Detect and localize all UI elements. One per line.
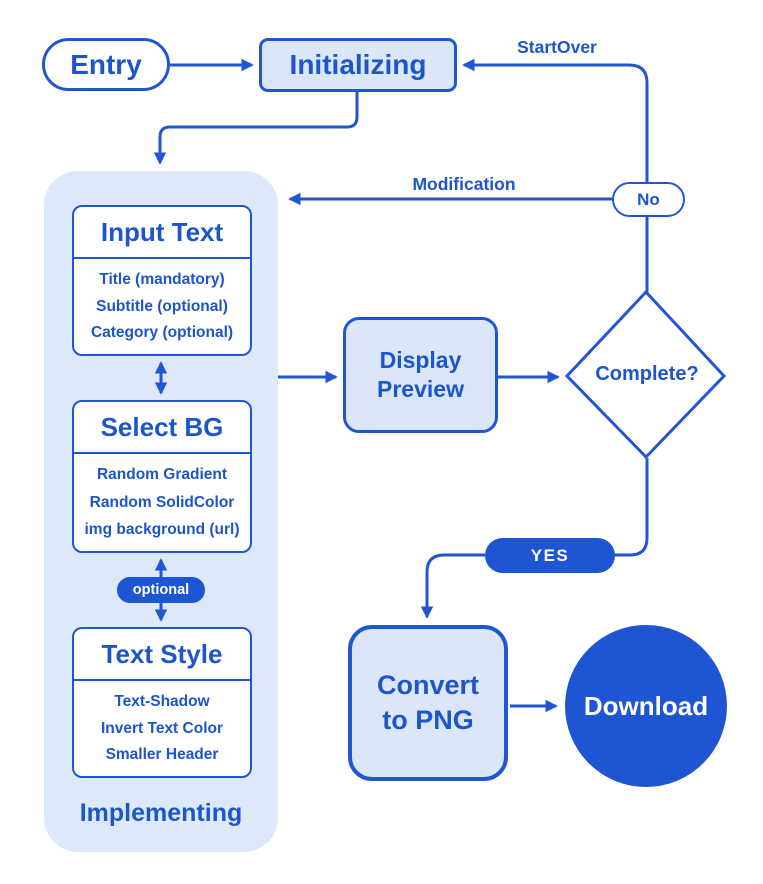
display-preview-line1: Display [379, 347, 462, 374]
input-text-item-category: Category (optional) [90, 324, 234, 342]
startover-edge-label: StartOver [517, 37, 597, 57]
no-label: No [637, 189, 660, 209]
edge-startover-no-to-initializing [462, 58, 649, 183]
modification-edge-label: Modification [412, 174, 516, 194]
initializing-label: Initializing [289, 49, 427, 80]
convert-png-node: Convert to PNG [348, 625, 508, 781]
entry-label: Entry [70, 48, 142, 80]
edge-initializing-to-implementing [153, 92, 359, 165]
text-style-items: Text-Shadow Invert Text Color Smaller He… [74, 681, 250, 776]
select-bg-items: Random Gradient Random SolidColor img ba… [74, 454, 250, 551]
entry-node: Entry [42, 38, 170, 91]
select-bg-item-solidcolor: Random SolidColor [89, 493, 235, 511]
initializing-node: Initializing [259, 38, 457, 92]
complete-decision-label: Complete? [595, 363, 699, 385]
input-text-title: Input Text [74, 207, 250, 259]
display-preview-node: Display Preview [343, 317, 498, 433]
yes-edge-pill: YES [485, 538, 615, 573]
implementing-group-label: Implementing [79, 799, 243, 827]
convert-png-line1: Convert [376, 669, 479, 700]
download-label: Download [583, 690, 709, 721]
text-style-item-shadow: Text-Shadow [114, 692, 210, 710]
text-style-item-invert: Invert Text Color [100, 719, 223, 737]
text-style-node: Text Style Text-Shadow Invert Text Color… [72, 627, 252, 778]
optional-label: optional [132, 582, 190, 598]
select-bg-item-gradient: Random Gradient [96, 466, 228, 484]
input-text-node: Input Text Title (mandatory) Subtitle (o… [72, 205, 252, 356]
edge-complete-to-yes [613, 458, 649, 557]
text-style-title: Text Style [74, 629, 250, 681]
input-text-item-subtitle: Subtitle (optional) [96, 297, 228, 315]
yes-label: YES [530, 545, 570, 565]
text-style-item-smaller-header: Smaller Header [105, 746, 219, 764]
display-preview-line2: Preview [377, 376, 464, 402]
download-node: Download [565, 625, 727, 787]
input-text-item-title: Title (mandatory) [99, 270, 225, 288]
select-bg-node: Select BG Random Gradient Random SolidCo… [72, 400, 252, 553]
select-bg-title: Select BG [74, 402, 250, 454]
no-edge-pill: No [612, 182, 685, 217]
input-text-items: Title (mandatory) Subtitle (optional) Ca… [74, 259, 250, 354]
convert-png-line2: to PNG [382, 705, 474, 735]
edge-yes-to-convert-png [420, 553, 485, 619]
optional-edge-pill: optional [117, 577, 205, 603]
select-bg-item-img-url: img background (url) [84, 520, 240, 538]
complete-decision-diamond [564, 289, 727, 460]
